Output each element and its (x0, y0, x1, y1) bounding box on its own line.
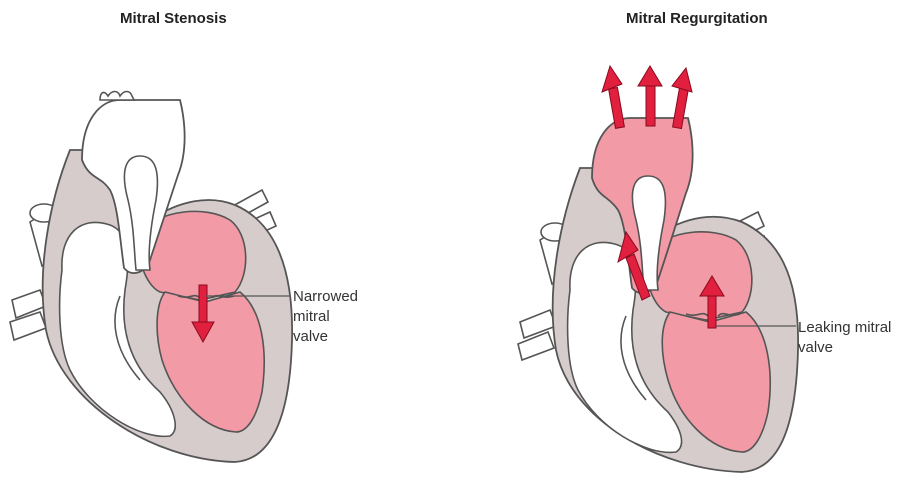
leaking-mitral-valve-label: Leaking mitral valve (798, 318, 922, 358)
callout-line: Narrowed (293, 287, 403, 307)
callout-line: valve (798, 338, 922, 358)
callout-line: Leaking mitral (798, 318, 922, 338)
callout-line: mitral (293, 307, 403, 327)
narrowed-mitral-valve-label: Narrowed mitral valve (293, 287, 403, 347)
regurgitation-heart-diagram (460, 0, 922, 485)
aorta-branches (100, 92, 134, 101)
callout-line: valve (293, 327, 403, 347)
mitral-regurgitation-panel: Mitral Regurgitation (460, 0, 922, 485)
stenosis-heart-diagram (0, 0, 460, 485)
aortic-outflow-arrows (602, 66, 692, 129)
mitral-stenosis-panel: Mitral Stenosis (0, 0, 460, 485)
